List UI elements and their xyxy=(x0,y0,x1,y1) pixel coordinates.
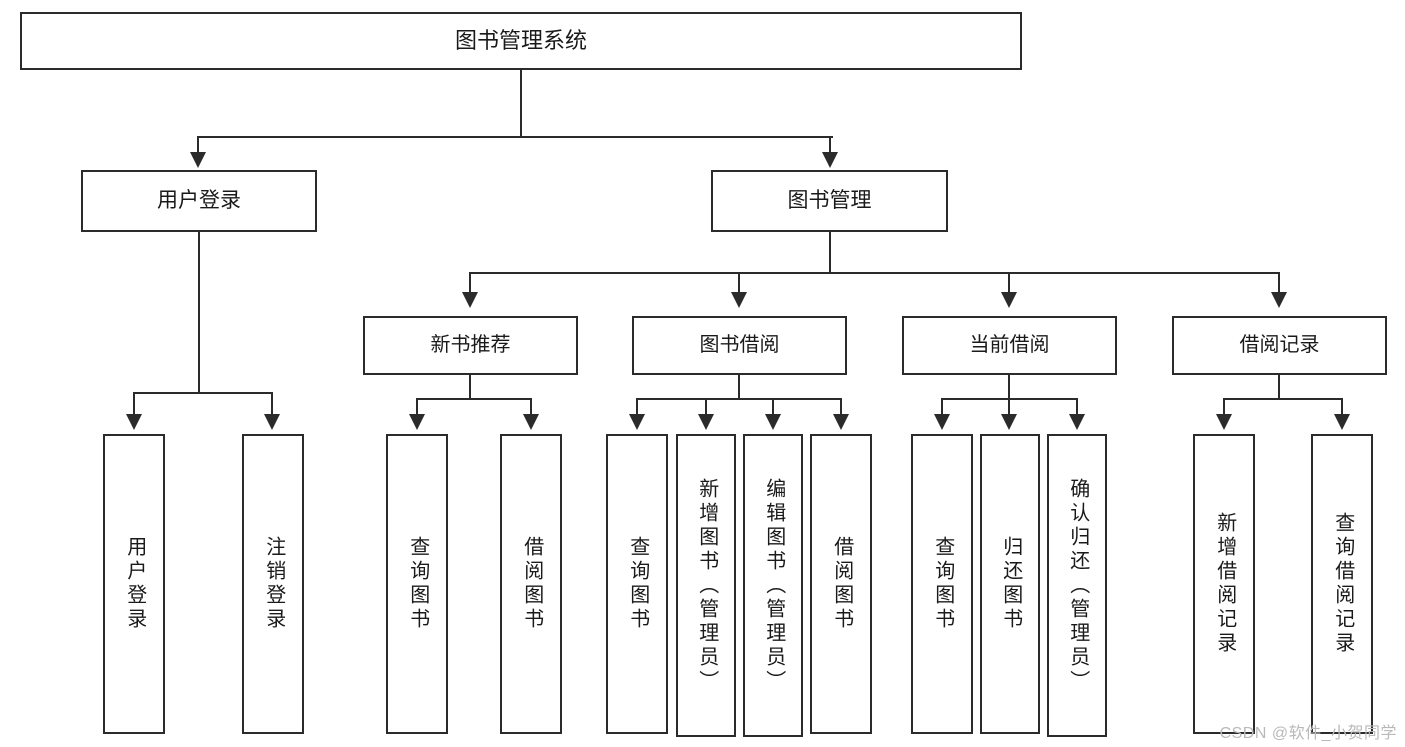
node-leaf-add-book-label: 新增图书（管理员） xyxy=(695,477,718,694)
node-root-label: 图书管理系统 xyxy=(454,28,587,54)
node-leaf-add-borrow-record-label: 新增借阅记录 xyxy=(1213,512,1236,656)
node-leaf-confirm-return[interactable]: 确认归还（管理员） xyxy=(1047,434,1107,737)
arrowhead-user-login xyxy=(190,152,206,168)
connector-bb-drop-4 xyxy=(840,398,842,418)
node-leaf-edit-book[interactable]: 编辑图书（管理员） xyxy=(743,434,803,737)
node-leaf-edit-book-label: 编辑图书（管理员） xyxy=(762,477,785,694)
node-book-manage[interactable]: 图书管理 xyxy=(711,170,948,232)
node-user-login-label: 用户登录 xyxy=(157,188,241,212)
node-leaf-query-book-1-label: 查询图书 xyxy=(406,536,429,632)
node-book-borrow-label: 图书借阅 xyxy=(699,333,780,356)
node-leaf-return-book[interactable]: 归还图书 xyxy=(980,434,1040,734)
connector-root-bus xyxy=(197,136,833,138)
node-leaf-query-book-2[interactable]: 查询图书 xyxy=(606,434,668,734)
arrowhead-book-manage xyxy=(822,152,838,168)
connector-root-to-book-manage xyxy=(829,136,831,156)
connector-user-login-stem xyxy=(198,232,200,394)
node-leaf-return-book-label: 归还图书 xyxy=(999,536,1022,632)
arrowhead-leaf-borrow-book-2 xyxy=(833,414,849,430)
node-leaf-query-book-1[interactable]: 查询图书 xyxy=(386,434,448,734)
node-leaf-query-borrow-record[interactable]: 查询借阅记录 xyxy=(1311,434,1373,734)
connector-br-bus xyxy=(1223,398,1343,400)
connector-br-stem xyxy=(1278,375,1280,400)
node-user-login[interactable]: 用户登录 xyxy=(81,170,317,232)
node-leaf-borrow-book-1-label: 借阅图书 xyxy=(520,536,543,632)
arrowhead-new-book-recommend xyxy=(462,292,478,308)
connector-cb-drop-3 xyxy=(1076,398,1078,418)
node-borrow-record-label: 借阅记录 xyxy=(1239,333,1320,356)
arrowhead-book-borrow xyxy=(731,292,747,308)
node-leaf-add-book[interactable]: 新增图书（管理员） xyxy=(676,434,736,737)
node-leaf-query-book-2-label: 查询图书 xyxy=(626,536,649,632)
connector-br-drop-2 xyxy=(1341,398,1343,418)
node-leaf-confirm-return-label: 确认归还（管理员） xyxy=(1066,477,1089,694)
node-leaf-borrow-book-2-label: 借阅图书 xyxy=(830,536,853,632)
connector-nbr-drop-2 xyxy=(530,398,532,418)
arrowhead-leaf-query-book-3 xyxy=(934,414,950,430)
node-leaf-add-borrow-record[interactable]: 新增借阅记录 xyxy=(1193,434,1255,734)
node-current-borrow[interactable]: 当前借阅 xyxy=(902,316,1117,375)
arrowhead-leaf-add-book xyxy=(698,414,714,430)
arrowhead-leaf-edit-book xyxy=(765,414,781,430)
node-leaf-query-book-3-label: 查询图书 xyxy=(931,536,954,632)
arrowhead-leaf-query-book-1 xyxy=(409,414,425,430)
connector-bm-drop-2 xyxy=(738,272,740,296)
node-leaf-borrow-book-2[interactable]: 借阅图书 xyxy=(810,434,872,734)
connector-user-login-drop-1 xyxy=(133,392,135,418)
node-leaf-user-login[interactable]: 用户登录 xyxy=(103,434,165,734)
connector-bm-drop-1 xyxy=(469,272,471,296)
arrowhead-leaf-borrow-book-1 xyxy=(523,414,539,430)
connector-root-stem xyxy=(520,70,522,138)
connector-bb-drop-1 xyxy=(636,398,638,418)
node-leaf-query-borrow-record-label: 查询借阅记录 xyxy=(1331,512,1354,656)
node-leaf-borrow-book-1[interactable]: 借阅图书 xyxy=(500,434,562,734)
connector-bb-drop-2 xyxy=(705,398,707,418)
connector-bb-stem xyxy=(738,375,740,400)
arrowhead-leaf-user-login xyxy=(126,414,142,430)
arrowhead-leaf-return-book xyxy=(1001,414,1017,430)
connector-cb-drop-2 xyxy=(1008,398,1010,418)
node-new-book-recommend[interactable]: 新书推荐 xyxy=(363,316,578,375)
connector-nbr-drop-1 xyxy=(416,398,418,418)
connector-bb-bus xyxy=(636,398,842,400)
arrowhead-current-borrow xyxy=(1001,292,1017,308)
arrowhead-leaf-confirm-return xyxy=(1069,414,1085,430)
node-book-borrow[interactable]: 图书借阅 xyxy=(632,316,847,375)
node-current-borrow-label: 当前借阅 xyxy=(969,333,1050,356)
connector-book-manage-bus xyxy=(469,272,1280,274)
connector-bb-drop-3 xyxy=(772,398,774,418)
node-borrow-record[interactable]: 借阅记录 xyxy=(1172,316,1387,375)
node-leaf-query-book-3[interactable]: 查询图书 xyxy=(911,434,973,734)
connector-user-login-bus xyxy=(133,392,272,394)
watermark-text: CSDN @软件_小贺同学 xyxy=(1219,725,1397,742)
connector-bm-drop-4 xyxy=(1278,272,1280,296)
connector-cb-drop-1 xyxy=(941,398,943,418)
connector-cb-stem xyxy=(1008,375,1010,400)
connector-book-manage-stem xyxy=(829,232,831,274)
arrowhead-leaf-query-book-2 xyxy=(629,414,645,430)
node-leaf-user-login-label: 用户登录 xyxy=(123,536,146,632)
connector-nbr-bus xyxy=(416,398,532,400)
connector-root-to-user-login xyxy=(197,136,199,156)
arrowhead-leaf-query-borrow-record xyxy=(1334,414,1350,430)
arrowhead-borrow-record xyxy=(1271,292,1287,308)
connector-nbr-stem xyxy=(469,375,471,400)
arrowhead-leaf-add-borrow-record xyxy=(1216,414,1232,430)
node-leaf-user-logout[interactable]: 注销登录 xyxy=(242,434,304,734)
connector-br-drop-1 xyxy=(1223,398,1225,418)
arrowhead-leaf-user-logout xyxy=(264,414,280,430)
connector-user-login-drop-2 xyxy=(271,392,273,418)
node-root[interactable]: 图书管理系统 xyxy=(20,12,1022,70)
node-book-manage-label: 图书管理 xyxy=(787,188,872,212)
node-leaf-user-logout-label: 注销登录 xyxy=(262,536,285,632)
node-new-book-recommend-label: 新书推荐 xyxy=(430,333,511,356)
connector-bm-drop-3 xyxy=(1008,272,1010,296)
